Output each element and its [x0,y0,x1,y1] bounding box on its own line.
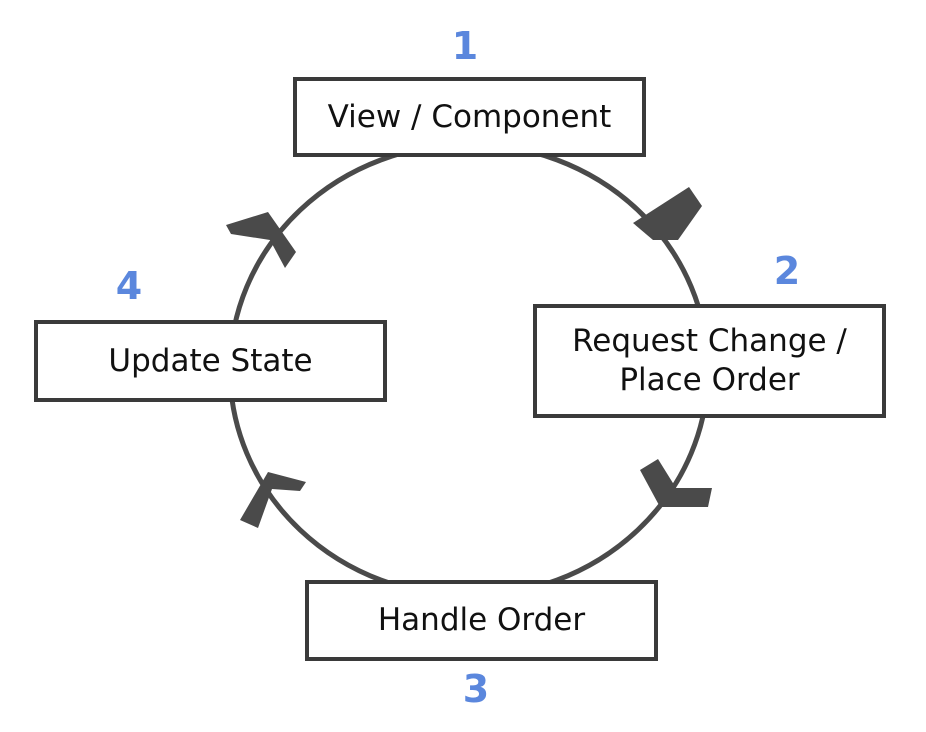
arrow-bottom-left-icon [240,472,306,528]
step-4-label: Update State [108,342,313,379]
step-2-label-line-2: Place Order [619,362,800,398]
arrow-bottom-right-icon [640,459,712,507]
step-number-4: 4 [115,264,143,308]
step-box-handle-order: Handle Order [305,580,658,661]
step-3-label: Handle Order [377,602,586,639]
step-1-label: View / Component [327,98,612,135]
step-box-request-change: Request Change / Place Order [533,304,886,418]
arrow-top-left-icon [226,212,296,268]
step-number-3: 3 [462,667,490,711]
step-2-label-line-1: Request Change / [572,323,847,360]
step-number-2: 2 [773,249,801,293]
step-number-1: 1 [451,24,479,68]
step-box-update-state: Update State [34,320,387,402]
arrow-top-right-icon [633,187,702,240]
step-box-view-component: View / Component [293,77,646,157]
